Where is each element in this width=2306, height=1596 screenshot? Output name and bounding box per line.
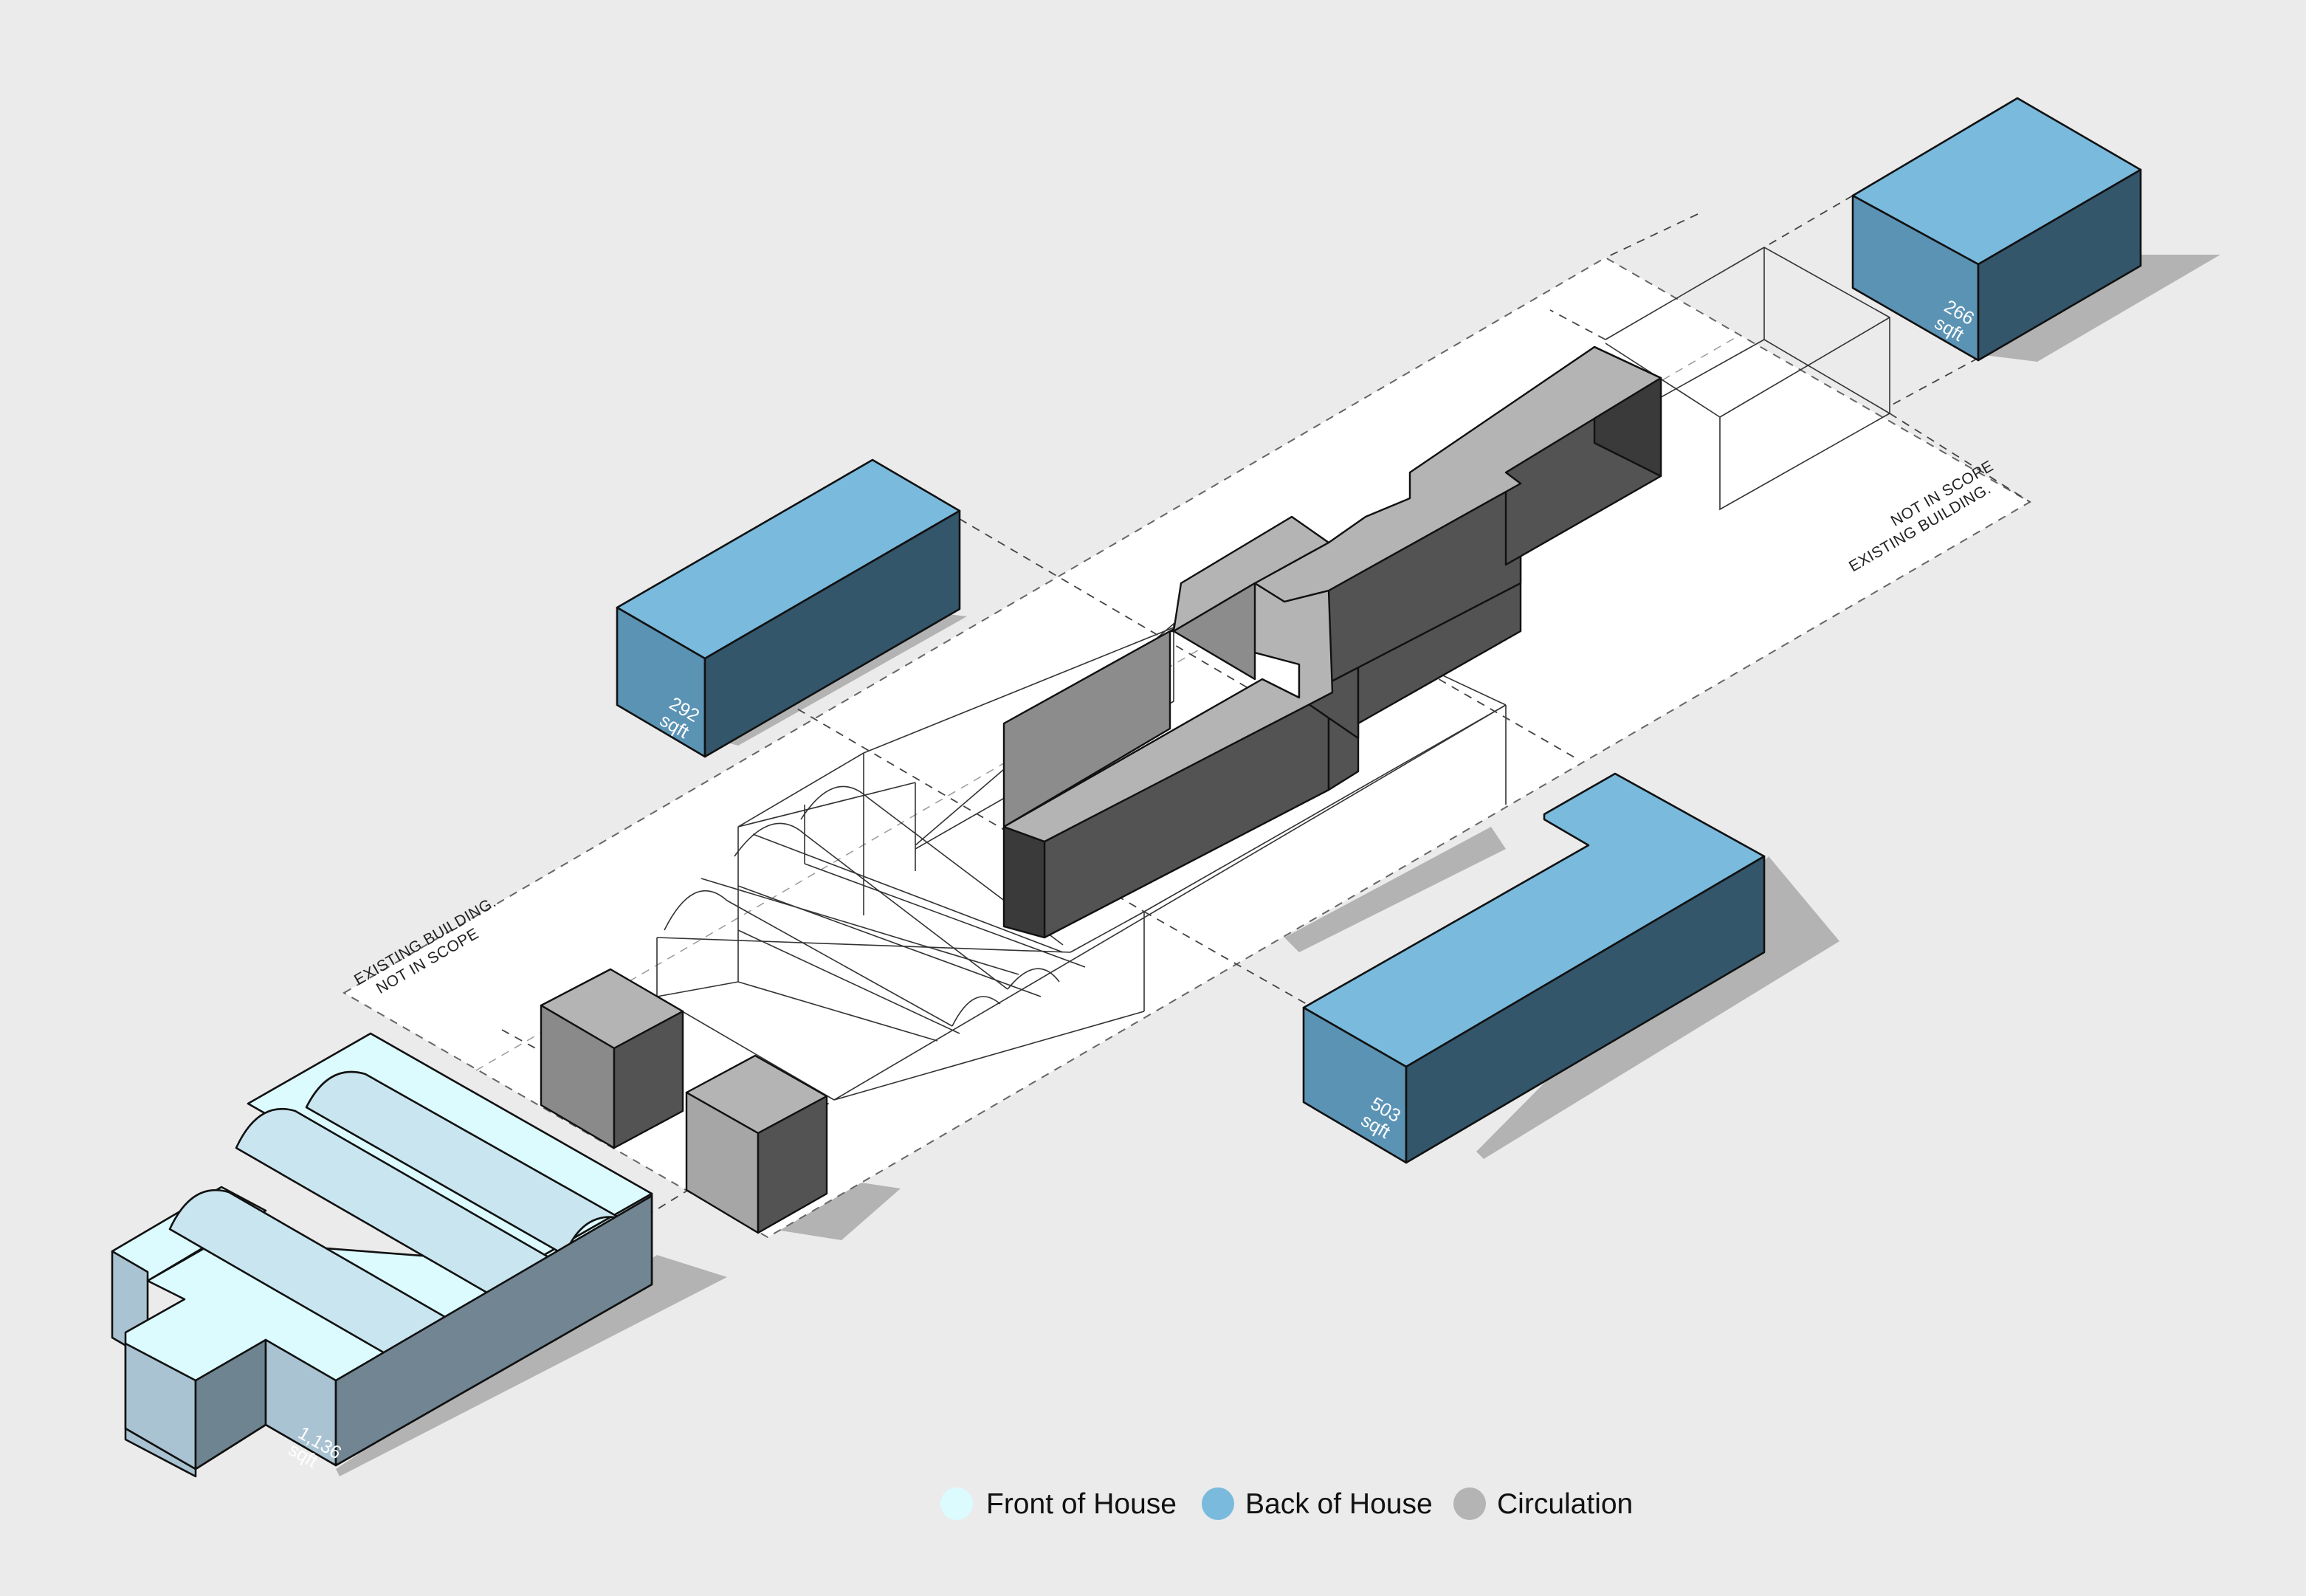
legend-swatch-front-of-house xyxy=(940,1487,973,1520)
legend-swatch-back-of-house xyxy=(1202,1487,1234,1520)
circulation-cube-right xyxy=(685,1054,828,1234)
back-of-house-block-292 xyxy=(616,458,961,758)
legend-label-circulation: Circulation xyxy=(1497,1488,1633,1520)
circulation-cube-left xyxy=(540,968,684,1149)
legend-label-front-of-house: Front of House xyxy=(986,1488,1177,1520)
back-of-house-block-503 xyxy=(1302,772,1766,1164)
legend-label-back-of-house: Back of House xyxy=(1245,1488,1433,1520)
circulation-spine xyxy=(1002,345,1662,939)
legend-swatch-circulation xyxy=(1453,1487,1486,1520)
front-of-house-block-1136 xyxy=(111,1032,653,1478)
legend: Front of House Back of House Circulation xyxy=(940,1487,1633,1520)
back-of-house-block-266 xyxy=(1851,97,2142,362)
